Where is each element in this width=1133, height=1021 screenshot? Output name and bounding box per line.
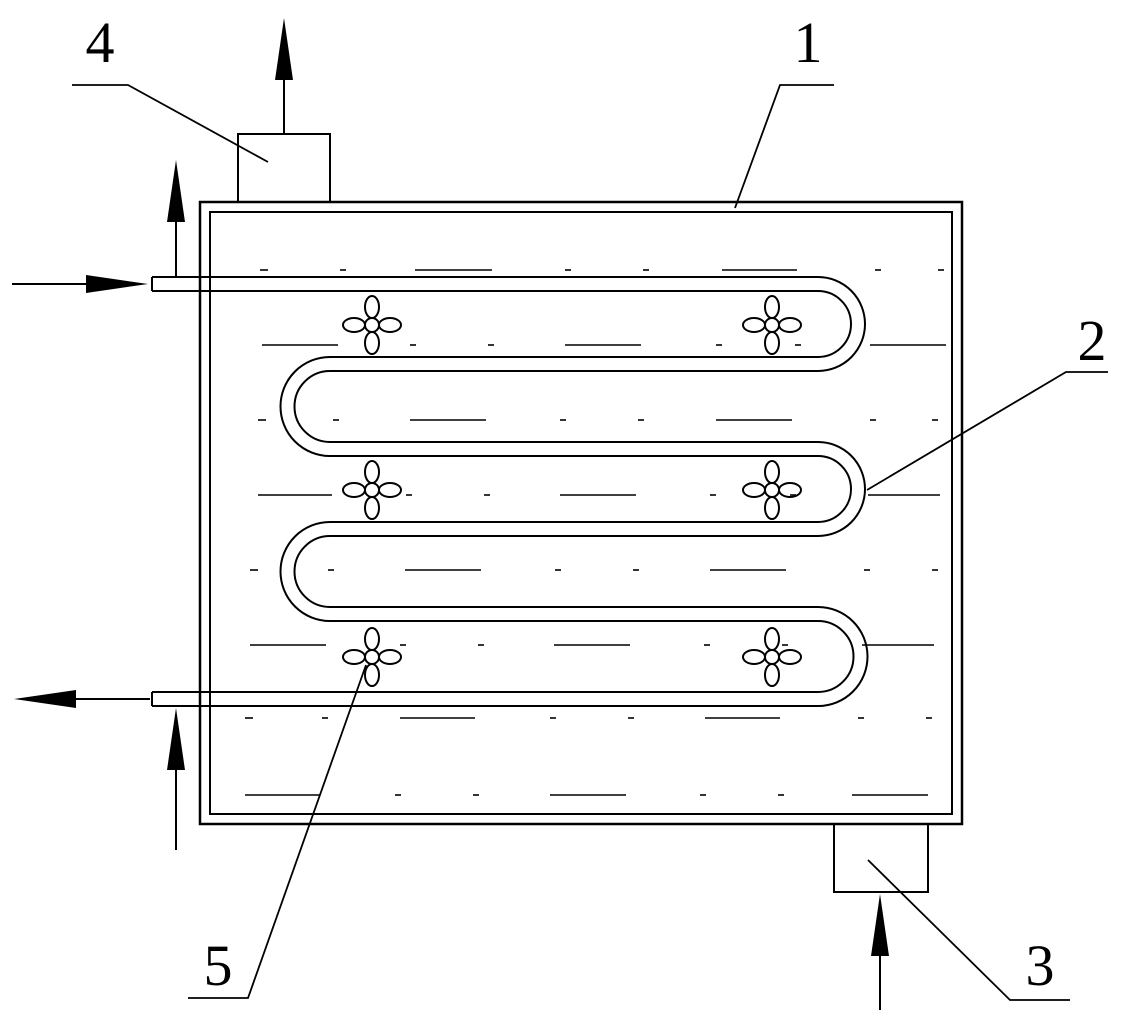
coil-in-arrow: [12, 275, 148, 293]
inlet-up-arrow: [871, 894, 889, 1010]
outlet-up-arrow: [275, 18, 293, 134]
stirrer-icon: [342, 295, 402, 355]
stirrer-icon: [742, 295, 802, 355]
inlet-port: [833, 823, 929, 893]
label-stirrer: 5: [204, 933, 233, 998]
bottom-up-arrow: [167, 708, 185, 850]
flow-arrows: [12, 18, 889, 1010]
liquid-marks: [245, 269, 946, 796]
coil-pipe: [151, 276, 869, 707]
coil-out-arrow: [14, 690, 150, 708]
stirrers: [342, 295, 802, 687]
leader-lines: [72, 84, 1108, 1001]
tank: [198, 200, 964, 826]
label-inlet-port: 3: [1026, 933, 1055, 998]
label-tank: 1: [794, 10, 823, 75]
stirrer-icon: [342, 627, 402, 687]
stirrer-icon: [742, 627, 802, 687]
stirrer-icon: [742, 460, 802, 520]
part-labels: 4 1 2 3 5: [86, 10, 1107, 998]
stirrer-icon: [342, 460, 402, 520]
label-coil-pipe: 2: [1078, 308, 1107, 373]
label-outlet-port: 4: [86, 10, 115, 75]
vent-up-arrow: [167, 160, 185, 277]
outlet-port: [237, 133, 331, 203]
